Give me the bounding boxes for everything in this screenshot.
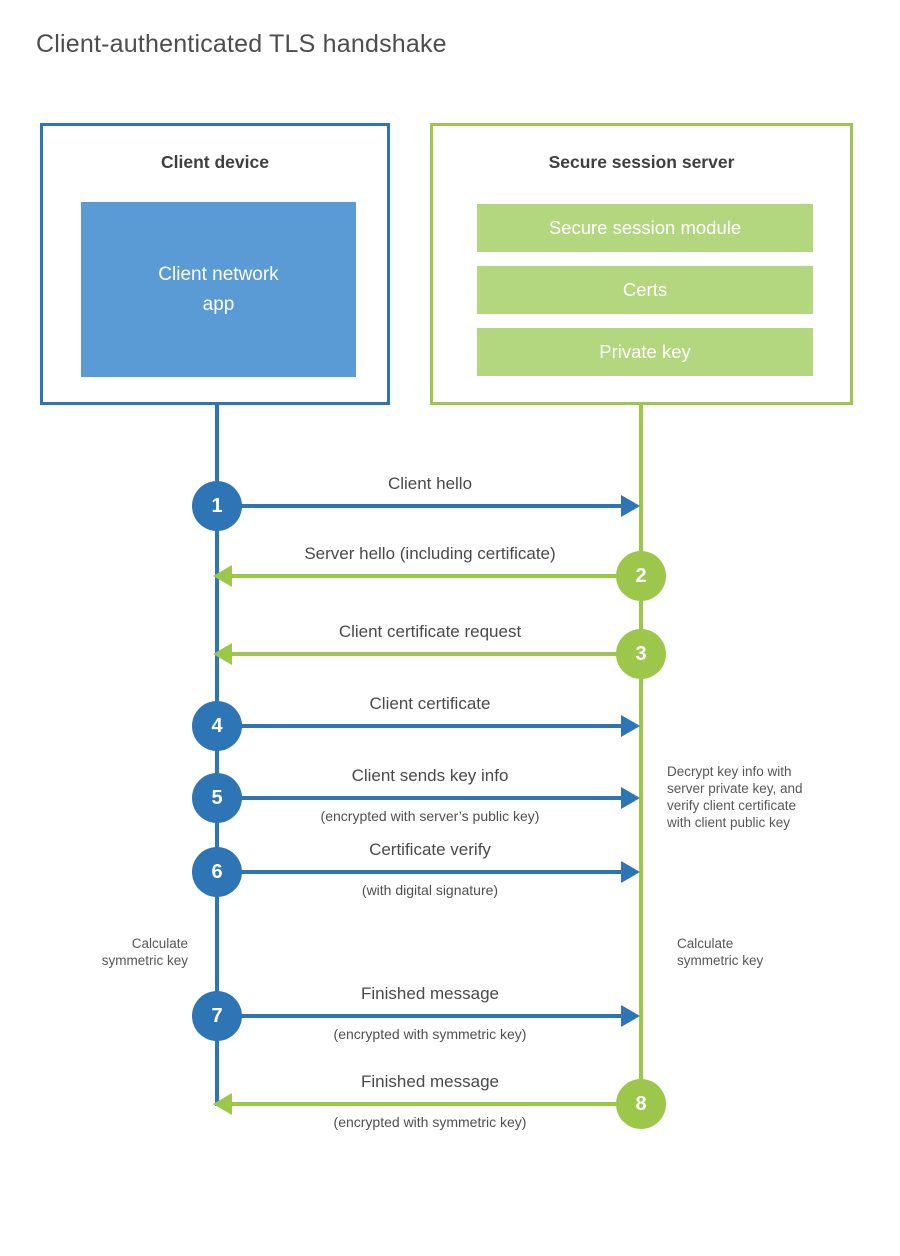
message-arrow-line — [240, 504, 622, 508]
message-label: Client certificate request — [338, 622, 522, 641]
calculate-symmetric-key-note-client: Calculate symmetric key — [101, 936, 188, 968]
calculate-symmetric-key-note-server: Calculate symmetric key — [677, 936, 764, 968]
decrypt-key-note: Decrypt key info with server private key… — [667, 764, 803, 830]
message-label: Server hello (including certificate) — [304, 544, 556, 563]
module-certs: Certs — [477, 266, 813, 314]
message-arrow-line — [240, 1014, 622, 1018]
message-label: Finished message — [361, 1072, 499, 1091]
message-sublabel: (encrypted with symmetric key) — [333, 1114, 527, 1130]
message-arrow-line — [230, 1102, 618, 1106]
message-arrow-line — [230, 574, 618, 578]
step-number-badge: 1 — [192, 481, 242, 531]
step-number-badge: 3 — [616, 629, 666, 679]
client-device-title: Client device — [161, 152, 269, 172]
message-label: Certificate verify — [369, 840, 491, 859]
module-private-key: Private key — [477, 328, 813, 376]
server-lifeline — [639, 405, 643, 1104]
message-label: Client hello — [387, 474, 473, 493]
step-number-badge: 7 — [192, 991, 242, 1041]
client-network-app-box: Client network app — [81, 202, 356, 377]
message-label: Client sends key info — [351, 766, 509, 785]
message-sublabel: (with digital signature) — [361, 882, 499, 898]
module-secure-session-module: Secure session module — [477, 204, 813, 252]
message-arrow-line — [240, 870, 622, 874]
arrowhead-left-icon — [213, 1093, 232, 1115]
page-title: Client-authenticated TLS handshake — [36, 30, 447, 58]
arrowhead-right-icon — [621, 861, 640, 883]
message-sublabel: (encrypted with symmetric key) — [333, 1026, 527, 1042]
arrowhead-right-icon — [621, 787, 640, 809]
secure-session-server-box: Secure session server Secure session mod… — [430, 123, 853, 405]
message-arrow-line — [240, 796, 622, 800]
secure-session-server-title: Secure session server — [548, 152, 735, 172]
message-sublabel: (encrypted with server’s public key) — [320, 808, 540, 824]
step-number-badge: 2 — [616, 551, 666, 601]
arrowhead-right-icon — [621, 715, 640, 737]
step-number-badge: 6 — [192, 847, 242, 897]
message-arrow-line — [240, 724, 622, 728]
step-number-badge: 4 — [192, 701, 242, 751]
arrowhead-right-icon — [621, 1005, 640, 1027]
step-number-badge: 5 — [192, 773, 242, 823]
arrowhead-left-icon — [213, 643, 232, 665]
step-number-badge: 8 — [616, 1079, 666, 1129]
arrowhead-left-icon — [213, 565, 232, 587]
message-label: Finished message — [361, 984, 499, 1003]
message-label: Client certificate — [369, 694, 491, 713]
message-arrow-line — [230, 652, 618, 656]
arrowhead-right-icon — [621, 495, 640, 517]
client-lifeline — [215, 405, 219, 1106]
client-device-box: Client device Client network app — [40, 123, 390, 405]
